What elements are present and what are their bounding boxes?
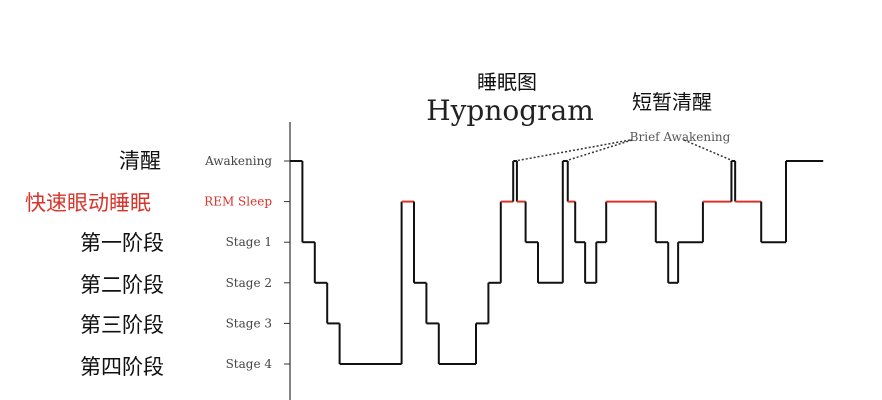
stage-label-cn-awakening: 清醒 xyxy=(119,149,161,173)
y-tick-label-stage-2: Stage 2 xyxy=(226,276,272,290)
annotation-brief-awakening: Brief Awakening xyxy=(630,130,731,144)
y-tick-label-rem-sleep: REM Sleep xyxy=(204,195,272,209)
chart-title-cn: 睡眠图 xyxy=(477,70,537,94)
y-tick-label-stage-3: Stage 3 xyxy=(226,316,272,330)
annotation-pointer-line xyxy=(683,139,734,162)
annotation-pointer-line xyxy=(565,139,633,162)
y-tick-label-awakening: Awakening xyxy=(204,154,272,168)
stage-label-cn-stage4: 第四阶段 xyxy=(80,355,164,379)
annotation-lines xyxy=(514,139,734,162)
stage-label-cn-stage1: 第一阶段 xyxy=(80,231,164,255)
y-tick-label-stage-4: Stage 4 xyxy=(226,357,273,371)
annotation-title-cn: 短暂清醒 xyxy=(632,90,712,114)
annotation-pointer-line xyxy=(514,139,631,162)
y-tick-label-stage-1: Stage 1 xyxy=(226,235,272,249)
stage-label-cn-stage3: 第三阶段 xyxy=(80,313,164,337)
stage-label-cn-rem: 快速眼动睡眠 xyxy=(25,191,151,215)
chart-title-en: Hypnogram xyxy=(426,94,594,127)
stage-label-cn-stage2: 第二阶段 xyxy=(80,273,164,297)
hypnogram-series xyxy=(290,160,824,365)
